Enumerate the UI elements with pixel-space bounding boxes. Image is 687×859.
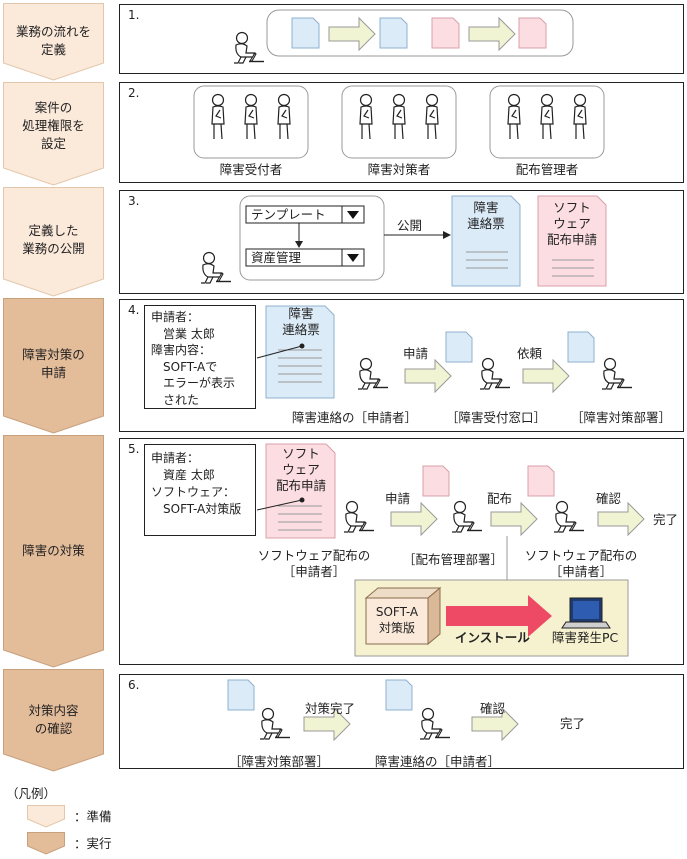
publish-label: 公開 (397, 218, 423, 233)
apply-flow-graphic (256, 305, 633, 399)
person-desk-icon (479, 357, 511, 390)
arrow-label: 対策完了 (305, 701, 356, 716)
step-label: 業務の流れを 定義 (15, 24, 91, 57)
document-pink-icon (537, 195, 607, 287)
arrow-label: 申請 (385, 491, 411, 506)
document-blue-icon (227, 679, 255, 711)
document-blue-icon (265, 305, 335, 399)
arrow-icon (490, 502, 538, 536)
document-blue-icon (385, 679, 413, 711)
doc-title: ソフト ウェア 配布申請 (546, 200, 597, 247)
legend-prep-label: ：準備 (74, 809, 112, 824)
person-desk-icon (343, 500, 375, 533)
panel-number: 5. (128, 442, 140, 456)
person-desk-icon (357, 357, 389, 390)
role-label: ソフトウェア配布の ［申請者］ (524, 548, 638, 579)
legend-title: （凡例） (6, 786, 57, 801)
document-pink-icon (265, 443, 336, 539)
document-pink-icon (518, 17, 547, 49)
role-label: ソフトウェア配布の ［申請者］ (257, 548, 371, 579)
doc-title: 障害 連絡票 (467, 200, 505, 231)
legend-prep-swatch (27, 805, 65, 828)
confirm-flow-graphic (227, 679, 519, 741)
document-blue-icon (445, 331, 473, 363)
doc-title: 障害 連絡票 (282, 306, 320, 337)
done-label: 完了 (653, 512, 679, 527)
step-label: 対策内容 の確認 (28, 703, 79, 736)
person-desk-icon (601, 357, 633, 390)
arrow-icon (522, 359, 570, 393)
applicant-note: 申請者： 営業 太郎 障害内容： SOFT-Aで エラーが表示 された (144, 305, 256, 409)
panel-number: 6. (128, 678, 140, 692)
asset-item: 資産管理 (251, 250, 302, 265)
package-box-icon (364, 586, 442, 646)
person-desk-icon (233, 31, 265, 64)
role-label: ［障害受付窓口］ (446, 410, 547, 425)
done-label: 完了 (560, 716, 586, 731)
document-blue-icon (291, 17, 320, 49)
group-label: 配布管理者 (515, 162, 579, 177)
step-apply: 障害対策の 申請 (3, 298, 104, 434)
arrow-label: 配布 (487, 491, 513, 506)
step-label: 定義した 業務の公開 (22, 223, 85, 256)
document-blue-icon (451, 195, 521, 287)
role-label: ［障害対策部署］ (571, 410, 672, 425)
flow-definition-graphic (233, 9, 574, 64)
step-label: 案件の 処理権限を 設定 (22, 100, 85, 151)
step-set-permissions: 案件の 処理権限を 設定 (3, 82, 104, 186)
person-desk-icon (200, 251, 232, 284)
person-desk-icon (451, 500, 483, 533)
person-desk-icon (259, 707, 291, 740)
step-countermeasure: 障害の対策 (3, 435, 104, 668)
legend-exec-swatch (27, 832, 65, 855)
panel-number: 3. (128, 194, 140, 208)
pc-icon (561, 597, 611, 629)
doc-title: ソフト ウェア 配布申請 (275, 446, 326, 493)
document-blue-icon (379, 17, 408, 49)
group-label: 障害受付者 (219, 162, 283, 177)
legend-exec-label: ：実行 (74, 836, 112, 851)
applicant-note: 申請者： 資産 太郎 ソフトウェア： SOFT-A対策版 (144, 444, 256, 536)
arrow-icon (404, 359, 452, 393)
permission-groups-graphic (193, 85, 605, 159)
document-pink-icon (422, 465, 450, 497)
person-desk-icon (419, 707, 451, 740)
arrow-label: 申請 (403, 346, 429, 361)
publish-graphic (200, 195, 607, 287)
person-desk-icon (553, 500, 585, 533)
pc-label: 障害発生PC (552, 630, 619, 645)
group-label: 障害対策者 (367, 162, 431, 177)
arrow-label: 確認 (596, 491, 622, 506)
role-label: ［配布管理部署］ (403, 552, 504, 567)
package-label: SOFT-A 対策版 (375, 605, 419, 635)
arrow-label: 依頼 (517, 346, 543, 361)
role-label: 障害連絡の［申請者］ (292, 410, 418, 425)
step-confirm: 対策内容 の確認 (3, 669, 104, 772)
step-define-flow: 業務の流れを 定義 (3, 3, 104, 81)
template-item: テンプレート (251, 207, 326, 222)
arrow-icon (597, 502, 645, 536)
step-label: 障害の対策 (22, 543, 85, 558)
step-chevron (3, 3, 104, 81)
panel-number: 1. (128, 8, 140, 22)
document-blue-icon (567, 331, 595, 363)
install-label: インストール (455, 630, 530, 645)
arrow-icon (390, 502, 438, 536)
step-publish: 定義した 業務の公開 (3, 187, 104, 297)
step-label: 障害対策の 申請 (22, 347, 85, 380)
document-pink-icon (527, 465, 555, 497)
distribution-flow-graphic (256, 443, 645, 657)
arrow-label: 確認 (480, 701, 506, 716)
panel-number: 4. (128, 303, 140, 317)
document-pink-icon (431, 17, 460, 49)
panel-number: 2. (128, 86, 140, 100)
role-label: 障害連絡の［申請者］ (375, 754, 501, 769)
role-label: ［障害対策部署］ (229, 754, 330, 769)
